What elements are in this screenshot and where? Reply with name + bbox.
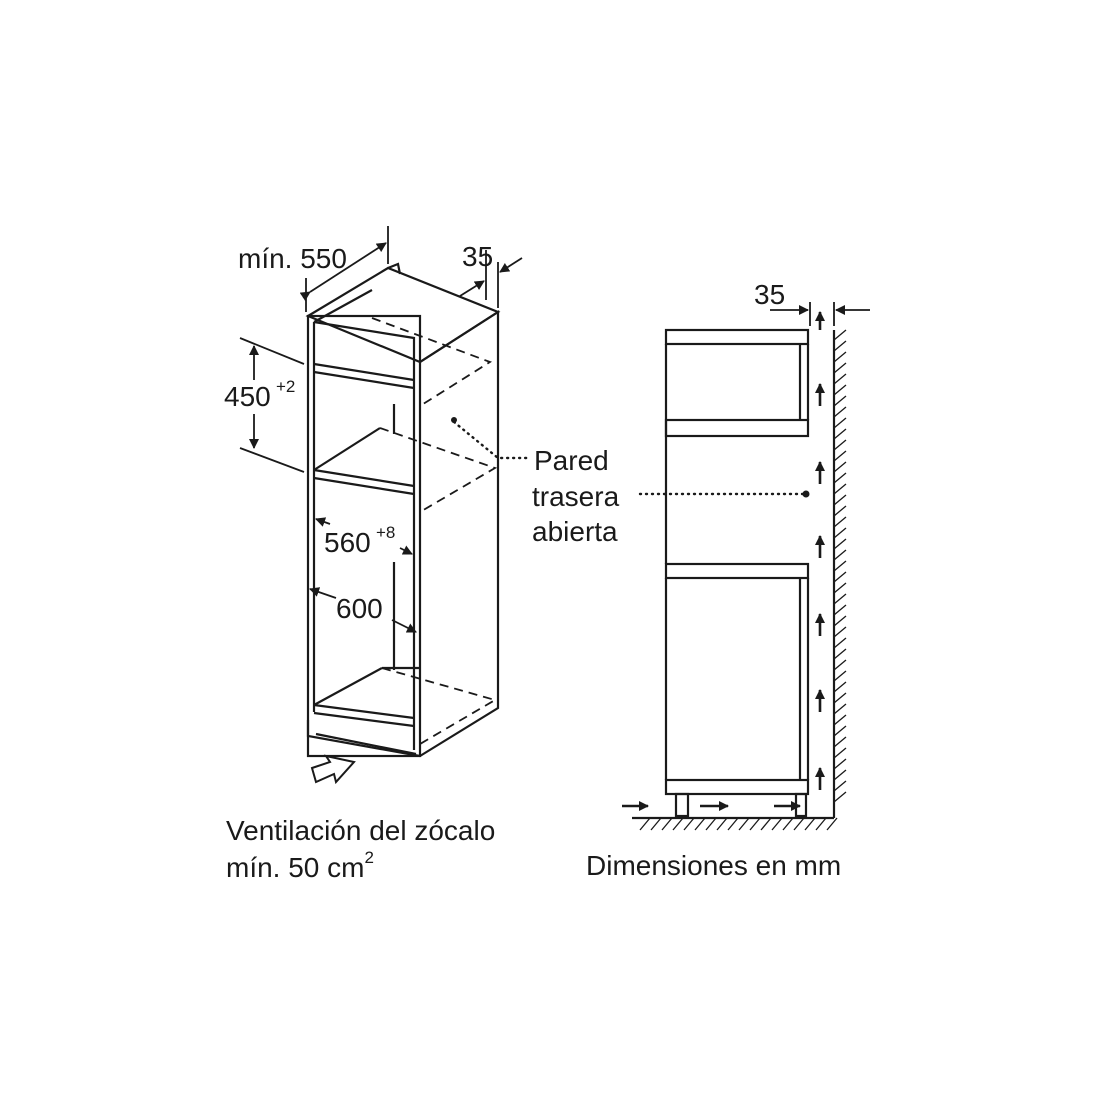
- rear-wall-label-line2: trasera: [532, 481, 620, 512]
- wall-hatch-mark: [833, 604, 847, 616]
- wall-hatch-mark: [833, 340, 847, 352]
- floor-hatch-mark: [672, 817, 684, 831]
- floor-hatching: [639, 817, 838, 831]
- floor-hatch-mark: [716, 817, 728, 831]
- wall-hatching: [833, 329, 847, 803]
- wall-hatch-mark: [833, 549, 847, 561]
- wall-hatch-mark: [833, 516, 847, 528]
- floor-hatch-mark: [661, 817, 673, 831]
- dim-cabinet-width: [309, 587, 417, 633]
- wall-hatch-mark: [833, 538, 847, 550]
- wall-hatch-mark: [833, 439, 847, 451]
- rear-wall-label-line3: abierta: [532, 516, 618, 547]
- wall-hatch-mark: [833, 560, 847, 572]
- dim-niche-height-label: 450: [224, 381, 271, 412]
- floor-hatch-mark: [738, 817, 750, 831]
- wall-hatch-mark: [833, 670, 847, 682]
- wall-hatch-mark: [833, 626, 847, 638]
- wall-hatch-mark: [833, 648, 847, 660]
- wall-hatch-mark: [833, 428, 847, 440]
- dim-niche-width-tol: +8: [376, 523, 395, 542]
- side-view: [632, 328, 836, 820]
- wall-hatch-mark: [833, 351, 847, 363]
- dim-side-gap-label: 35: [754, 279, 785, 310]
- wall-hatch-mark: [833, 582, 847, 594]
- wall-hatch-mark: [833, 747, 847, 759]
- wall-hatch-mark: [833, 406, 847, 418]
- wall-hatch-mark: [833, 725, 847, 737]
- wall-hatch-mark: [833, 758, 847, 770]
- rear-wall-dot-right: [802, 490, 810, 498]
- floor-hatch-mark: [683, 817, 695, 831]
- dim-width-min-label: mín. 550: [238, 243, 347, 274]
- floor-hatch-mark: [749, 817, 761, 831]
- floor-hatch-mark: [815, 817, 827, 831]
- units-caption: Dimensiones en mm: [586, 850, 841, 881]
- floor-hatch-mark: [639, 817, 651, 831]
- dim-side-gap: [770, 302, 870, 326]
- wall-hatch-mark: [833, 505, 847, 517]
- floor-hatch-mark: [760, 817, 772, 831]
- floor-hatch-mark: [705, 817, 717, 831]
- cabinet-dashed-rear: [371, 317, 498, 745]
- ventilation-arrow-icon: [310, 754, 356, 785]
- rear-wall-dot-left: [451, 417, 457, 423]
- floor-hatch-mark: [771, 817, 783, 831]
- wall-hatch-mark: [833, 461, 847, 473]
- wall-hatch-mark: [833, 329, 847, 341]
- floor-hatch-mark: [826, 817, 838, 831]
- rear-wall-leader: [452, 420, 806, 496]
- wall-hatch-mark: [833, 593, 847, 605]
- wall-hatch-mark: [833, 450, 847, 462]
- wall-hatch-mark: [833, 483, 847, 495]
- wall-hatch-mark: [833, 571, 847, 583]
- floor-hatch-mark: [782, 817, 794, 831]
- wall-hatch-mark: [833, 417, 847, 429]
- wall-hatch-mark: [833, 494, 847, 506]
- dim-niche-height: [239, 337, 305, 473]
- wall-hatch-mark: [833, 714, 847, 726]
- rear-wall-label-line1: Pared: [534, 445, 609, 476]
- dim-niche-height-tol: +2: [276, 377, 295, 396]
- wall-hatch-mark: [833, 791, 847, 803]
- wall-hatch-mark: [833, 692, 847, 704]
- wall-hatch-mark: [833, 362, 847, 374]
- ventilation-caption-line2: mín. 50 cm2: [226, 848, 374, 883]
- ventilation-caption-line1: Ventilación del zócalo: [226, 815, 495, 846]
- wall-hatch-mark: [833, 659, 847, 671]
- floor-hatch-mark: [694, 817, 706, 831]
- wall-hatch-mark: [833, 780, 847, 792]
- cabinet-3d: [305, 262, 501, 758]
- floor-hatch-mark: [793, 817, 805, 831]
- dim-depth-gap-label: 35: [462, 241, 493, 272]
- wall-hatch-mark: [833, 736, 847, 748]
- wall-hatch-mark: [833, 681, 847, 693]
- dim-niche-width-label: 560: [324, 527, 371, 558]
- wall-hatch-mark: [833, 637, 847, 649]
- wall-hatch-mark: [833, 373, 847, 385]
- ventilation-caption-prefix: mín. 50 cm: [226, 852, 364, 883]
- dim-width-min: [299, 226, 389, 312]
- wall-hatch-mark: [833, 703, 847, 715]
- dim-niche-width: [315, 517, 413, 555]
- wall-hatch-mark: [833, 384, 847, 396]
- floor-hatch-mark: [727, 817, 739, 831]
- dim-cabinet-width-label: 600: [336, 593, 383, 624]
- dim-depth-gap: [459, 250, 523, 308]
- ventilation-caption-sup: 2: [364, 848, 373, 867]
- wall-hatch-mark: [833, 472, 847, 484]
- floor-hatch-mark: [804, 817, 816, 831]
- wall-hatch-mark: [833, 395, 847, 407]
- wall-hatch-mark: [833, 527, 847, 539]
- floor-hatch-mark: [650, 817, 662, 831]
- wall-hatch-mark: [833, 615, 847, 627]
- wall-hatch-mark: [833, 769, 847, 781]
